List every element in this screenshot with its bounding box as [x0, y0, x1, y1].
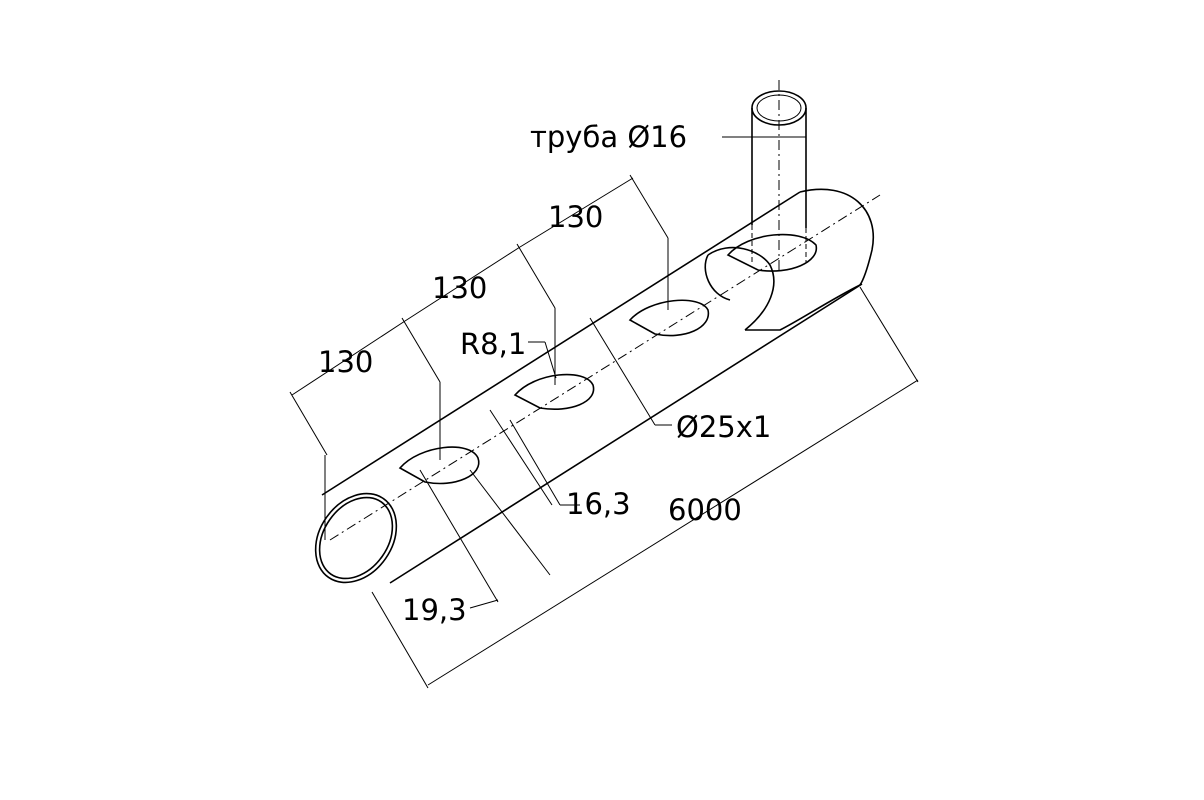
label-hole-width: 16,3 — [566, 487, 631, 521]
branch-tube — [751, 80, 807, 270]
main-tube — [314, 188, 881, 584]
label-pipe-branch: труба Ø16 — [530, 120, 687, 154]
holes — [398, 233, 818, 485]
label-pitch-2: 130 — [432, 271, 487, 305]
label-total-length: 6000 — [668, 493, 742, 527]
label-hole-length: 19,3 — [402, 593, 467, 627]
label-radius: R8,1 — [460, 327, 526, 361]
label-main-pipe: Ø25x1 — [676, 410, 771, 444]
dimension-lines — [289, 136, 919, 689]
label-pitch-3: 130 — [548, 200, 603, 234]
label-pitch-1: 130 — [318, 345, 373, 379]
